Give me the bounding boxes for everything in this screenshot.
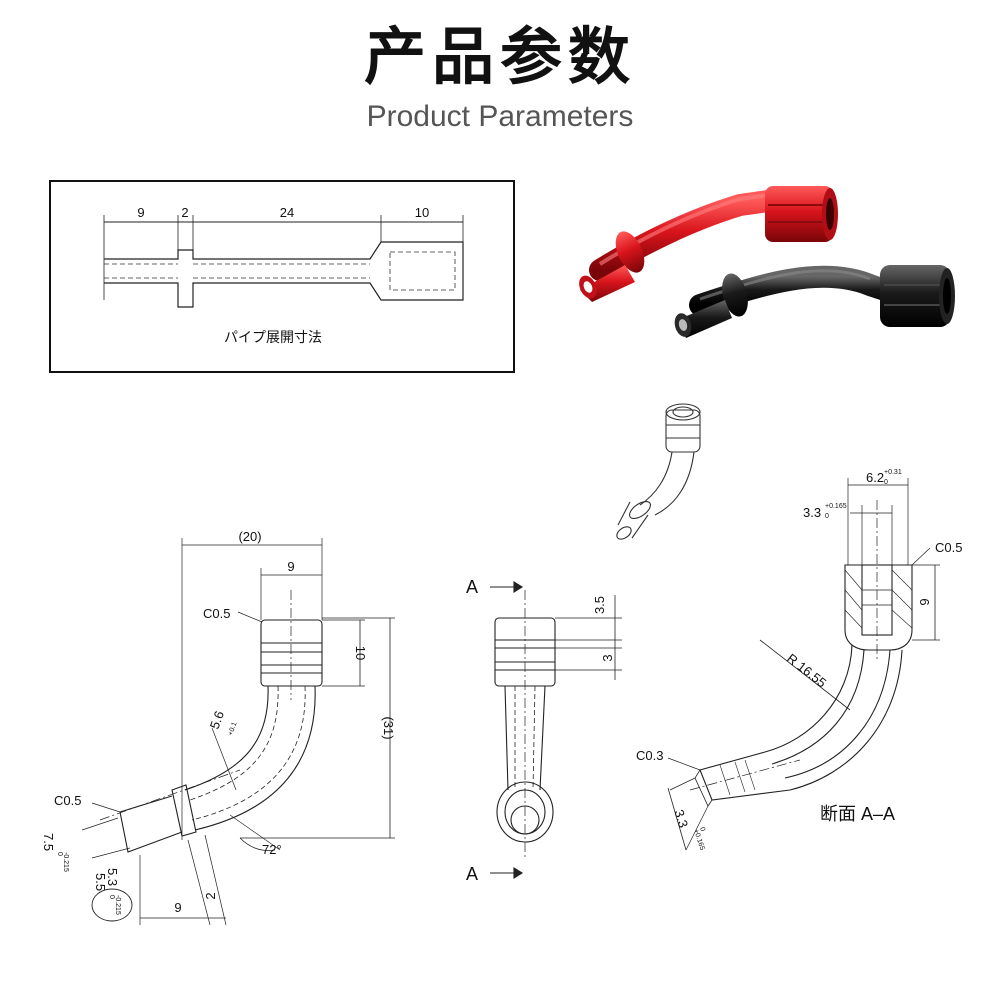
- front-view-labels: A A 3.5 3: [466, 577, 615, 884]
- section-caption: 断面 A–A: [820, 804, 895, 824]
- section-dim-bore-tol-lower: 0: [825, 513, 829, 520]
- side-dim-outer-tol-lower: -0.215: [62, 852, 69, 872]
- product-photo: [579, 186, 955, 338]
- section-label-bottom: A: [466, 864, 478, 884]
- section-dim-bottom-tol-lower: 0: [698, 826, 706, 832]
- side-view-labels: (20) 9 C0.5 10 (31) 5.6 +0.1 C0.5 72° 7.…: [41, 529, 396, 915]
- flat-drawing-caption: パイプ展開寸法: [224, 330, 322, 346]
- isometric-sketch: [616, 403, 701, 540]
- flat-dim-10: 10: [415, 205, 429, 220]
- side-chamfer-top: C0.5: [203, 606, 230, 621]
- side-dim-collar-height: 10: [353, 646, 368, 660]
- side-dim-outer-tol-upper: 0: [56, 852, 63, 856]
- flat-drawing-frame: [49, 180, 515, 373]
- side-dim-bottom-gap: 2: [203, 892, 218, 899]
- section-view-drawing: [667, 478, 940, 851]
- side-dim-bore: 5.6: [207, 709, 227, 731]
- page-subtitle: Product Parameters: [366, 100, 634, 133]
- flat-drawing: 9 2 24 10 パイプ展開寸法: [49, 180, 515, 373]
- section-chamfer-top: C0.5: [935, 540, 962, 555]
- section-view-labels: 6.2 +0.31 0 3.3 +0.165 0 C0.5 9 R 16.55 …: [636, 469, 962, 851]
- red-pipe-part: [579, 186, 838, 302]
- side-dim-bore-tol: +0.1: [227, 721, 238, 736]
- section-radius: R 16.55: [784, 651, 829, 691]
- page-title: 产品参数: [363, 20, 636, 93]
- section-dim-bore-tol-upper: +0.165: [825, 503, 847, 510]
- section-dim-top-tol-lower: 0: [884, 479, 888, 486]
- section-dim-top: 6.2: [866, 470, 884, 485]
- flat-dim-2: 2: [181, 205, 188, 220]
- section-dim-top-tol-upper: +0.31: [884, 469, 902, 476]
- section-dim-bore: 3.3: [803, 505, 821, 520]
- black-pipe-part: [674, 265, 955, 338]
- side-dim-overall-width: (20): [238, 529, 261, 544]
- section-label-top: A: [466, 577, 478, 597]
- section-dim-bottom: 3.3: [671, 808, 691, 830]
- front-dim-groove-width: 3.5: [592, 596, 607, 614]
- side-dim-outer: 7.5: [41, 833, 56, 851]
- side-dim-bottom-len: 9: [174, 900, 181, 915]
- flat-dim-9: 9: [137, 205, 144, 220]
- section-dim-bottom-tol-upper: +0.165: [692, 828, 705, 851]
- side-chamfer-bottom: C0.5: [54, 793, 81, 808]
- flat-pipe-outline: [104, 241, 464, 308]
- side-view-drawing: [81, 538, 395, 926]
- front-view-drawing: [490, 581, 622, 879]
- side-dim-inner-tol-upper: 0: [108, 895, 115, 899]
- side-handwritten-note: 5.3: [105, 868, 120, 886]
- section-chamfer-bottom: C0.3: [636, 748, 663, 763]
- flat-dim-24: 24: [280, 205, 294, 220]
- front-dim-groove-pitch: 3: [600, 654, 615, 661]
- side-dim-inner: 5.5: [93, 873, 108, 891]
- side-angle: 72°: [262, 842, 282, 857]
- side-dim-overall-height: (31): [381, 716, 396, 739]
- side-dim-top-width: 9: [287, 559, 294, 574]
- section-dim-height: 9: [917, 598, 932, 605]
- side-dim-inner-tol-lower: -0.215: [114, 895, 121, 915]
